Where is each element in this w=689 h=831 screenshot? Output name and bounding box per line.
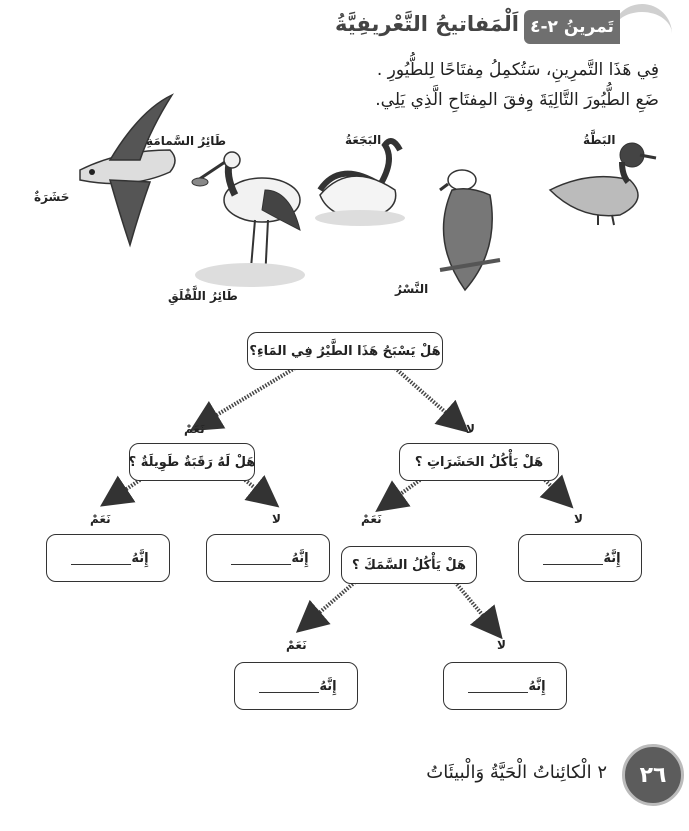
question-eats-insects: هَلْ يَأْكُلُ الحَشَرَاتِ ؟ bbox=[399, 443, 559, 481]
swan-illustration bbox=[315, 138, 405, 226]
answer-prefix: إِنَّهُ bbox=[528, 678, 546, 694]
page-number: ٢٦ bbox=[622, 744, 684, 806]
chapter-title: ٢ الْكائِناتُ الْحَيَّةُ وَالْبيئَاتُ bbox=[426, 762, 607, 783]
branch-no-3: لا bbox=[574, 512, 583, 526]
exercise-label: تَمرينُ ٢-٤ bbox=[524, 10, 620, 44]
instruction-line-2: ضَعِ الطُّيُورَ التَّالِيَةَ وِفقَ المِف… bbox=[375, 90, 659, 110]
label-duck: البَطَّةُ bbox=[583, 133, 616, 147]
branch-no-2: لا bbox=[272, 512, 281, 526]
branch-no-4: لا bbox=[497, 638, 506, 652]
answer-prefix: إِنَّهُ bbox=[291, 550, 309, 566]
swift-illustration bbox=[79, 93, 176, 248]
answer-blank[interactable] bbox=[71, 552, 132, 565]
branch-no-1: لا bbox=[466, 422, 475, 436]
label-insect: حَشَرَةٌ bbox=[34, 190, 70, 204]
duck-illustration bbox=[548, 142, 657, 226]
label-swift: طَائِرُ السَّمامَةِ bbox=[146, 134, 227, 148]
label-eagle: النَّسْرُ bbox=[395, 282, 429, 296]
label-swan: البَجَعَةُ bbox=[345, 133, 382, 147]
page-title: اَلْمَفاتيحُ التَّعْريفِيَّةُ bbox=[335, 12, 519, 36]
answer-blank[interactable] bbox=[543, 552, 604, 565]
question-swims: هَلْ يَسْبَحُ هَذَا الطَّيْرُ فِي المَاء… bbox=[247, 332, 443, 370]
branch-yes-2: نَعَمْ bbox=[90, 512, 111, 526]
tab-decoration bbox=[612, 4, 672, 48]
answer-blank[interactable] bbox=[259, 680, 320, 693]
answer-prefix: إِنَّهُ bbox=[603, 550, 621, 566]
label-stork: طَائِرُ اللَّقْلَقِ bbox=[168, 289, 238, 303]
bird-illustrations bbox=[79, 93, 657, 292]
question-eats-fish: هَلْ يَأْكُلُ السَّمَكَ ؟ bbox=[341, 546, 477, 584]
answer-box-2[interactable]: إِنَّهُ bbox=[206, 534, 330, 582]
answer-box-1[interactable]: إِنَّهُ bbox=[46, 534, 170, 582]
eagle-illustration bbox=[439, 169, 501, 292]
branch-yes-4: نَعَمْ bbox=[286, 638, 307, 652]
branch-yes-3: نَعَمْ bbox=[361, 512, 382, 526]
answer-blank[interactable] bbox=[231, 552, 292, 565]
answer-prefix: إِنَّهُ bbox=[131, 550, 149, 566]
answer-box-4[interactable]: إِنَّهُ bbox=[234, 662, 358, 710]
answer-prefix: إِنَّهُ bbox=[319, 678, 337, 694]
question-long-neck: هَلْ لَهُ رَقَبَةٌ طَوِيلَةٌ ؟ bbox=[129, 443, 255, 481]
answer-blank[interactable] bbox=[468, 680, 529, 693]
instruction-line-1: فِي هَذَا التَّمرِينِ، سَتُكمِلُ مِفتَاح… bbox=[376, 60, 659, 80]
answer-box-3[interactable]: إِنَّهُ bbox=[518, 534, 642, 582]
answer-box-5[interactable]: إِنَّهُ bbox=[443, 662, 567, 710]
stork-illustration bbox=[191, 151, 305, 287]
branch-yes-1: نَعَمْ bbox=[184, 422, 205, 436]
